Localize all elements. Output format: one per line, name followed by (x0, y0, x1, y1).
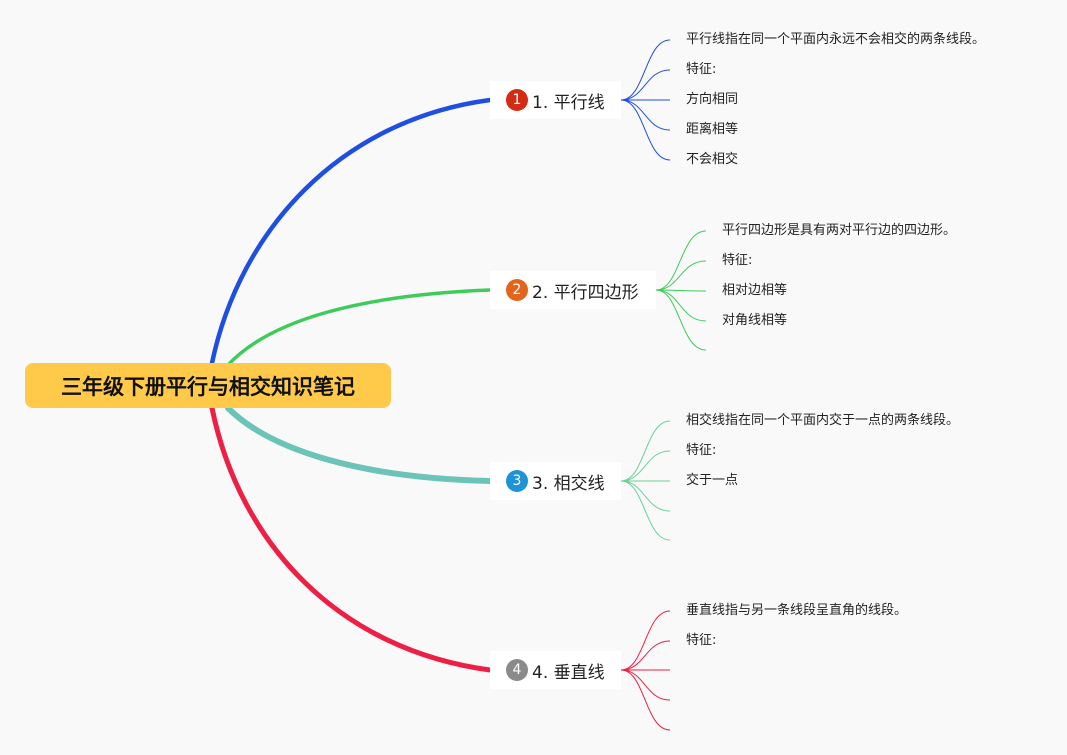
leaf-2-4[interactable]: 对角线相等 (722, 313, 788, 328)
connector-b4-leaf-1 (620, 610, 671, 671)
branch-topic-1-label: 1. 平行线 (532, 92, 605, 113)
connector-root-branch-1 (209, 97, 493, 366)
leaf-1-2[interactable]: 特征: (686, 62, 717, 77)
leaf-1-5[interactable]: 不会相交 (686, 152, 739, 167)
leaf-4-2[interactable]: 特征: (686, 633, 717, 648)
priority-1-icon: 1 (506, 89, 528, 111)
connector-b3-leaf-4 (620, 480, 671, 512)
connector-b1-leaf-5 (620, 99, 671, 161)
connector-b4-leaf-4 (620, 669, 671, 701)
leaf-1-4[interactable]: 距离相等 (686, 122, 739, 137)
leaf-2-1[interactable]: 平行四边形是具有两对平行边的四边形。 (722, 223, 957, 238)
priority-3-icon: 3 (506, 470, 528, 492)
connector-b3-leaf-5 (620, 480, 671, 541)
leaf-3-3[interactable]: 交于一点 (686, 473, 739, 488)
priority-4-icon: 4 (506, 659, 528, 681)
leaf-2-2[interactable]: 特征: (722, 253, 753, 268)
connector-b4-leaf-5 (620, 669, 671, 731)
connector-root-branch-4 (209, 405, 493, 673)
leaf-1-1[interactable]: 平行线指在同一个平面内永远不会相交的两条线段。 (686, 32, 986, 47)
connector-b1-leaf-1 (620, 39, 671, 101)
connector-b2-leaf-3 (655, 289, 707, 292)
leaf-1-3[interactable]: 方向相同 (686, 92, 739, 107)
leaf-3-1[interactable]: 相交线指在同一个平面内交于一点的两条线段。 (686, 413, 960, 428)
branch-topic-1[interactable]: 1 1. 平行线 (490, 81, 621, 119)
branch-topic-3[interactable]: 3 3. 相交线 (490, 462, 621, 500)
connector-b1-leaf-2 (620, 69, 671, 101)
connector-b2-leaf-2 (655, 260, 707, 291)
branch-topic-4-label: 4. 垂直线 (532, 662, 605, 683)
connector-b3-leaf-1 (620, 420, 671, 482)
leaf-2-3[interactable]: 相对边相等 (722, 283, 788, 298)
root-topic[interactable]: 三年级下册平行与相交知识笔记 (25, 363, 391, 408)
connector-b4-leaf-2 (620, 640, 671, 671)
connector-b2-leaf-4 (655, 289, 707, 322)
branch-topic-3-label: 3. 相交线 (532, 473, 605, 494)
root-topic-label: 三年级下册平行与相交知识笔记 (61, 374, 355, 399)
branch-topic-2[interactable]: 2 2. 平行四边形 (490, 271, 656, 309)
connector-b2-leaf-1 (655, 230, 707, 291)
connector-b3-leaf-2 (620, 450, 671, 482)
connector-root-branch-2 (226, 288, 492, 367)
connector-b1-leaf-4 (620, 99, 671, 131)
connector-b2-leaf-5 (655, 289, 707, 351)
leaf-4-1[interactable]: 垂直线指与另一条线段呈直角的线段。 (686, 603, 908, 618)
branch-topic-4[interactable]: 4 4. 垂直线 (490, 651, 621, 689)
priority-2-icon: 2 (506, 279, 528, 301)
leaf-3-2[interactable]: 特征: (686, 443, 717, 458)
connector-root-branch-3 (225, 405, 493, 484)
branch-topic-2-label: 2. 平行四边形 (532, 282, 639, 303)
